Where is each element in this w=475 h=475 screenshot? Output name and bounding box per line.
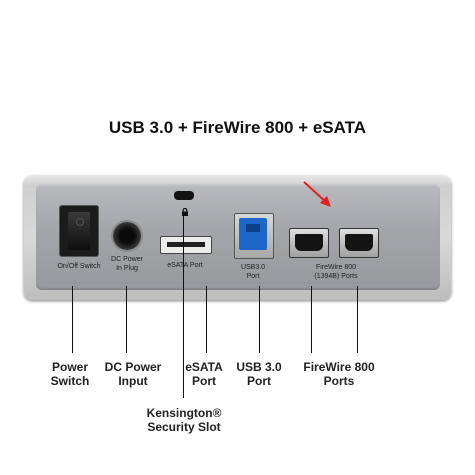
callout-kensington-line2: Security Slot [147,420,221,434]
firewire-port-1 [289,228,329,258]
callout-fw-line2: Ports [323,374,355,388]
callout-esata-line1: eSATA [185,360,223,374]
usb-label-line1: USB3.0 [240,264,266,271]
leader-dc [126,286,127,353]
dc-label-line1: DC Power [111,256,143,263]
leader-esata [206,286,207,353]
usb3-port [239,218,267,250]
fw-label-line1: FireWire 800 [315,264,357,271]
callout-power-line2: Switch [50,374,90,388]
callout-esata-line2: Port [192,374,216,388]
kensington-slot [174,191,194,200]
callout-dc-line2: Input [118,374,148,388]
esata-port [160,236,212,254]
onoff-label: On/Off Switch [57,263,101,270]
firewire-port-2 [339,228,379,258]
callout-usb-line1: USB 3.0 [236,360,282,374]
lock-icon [182,208,188,216]
leader-fw1 [311,286,312,353]
dc-label-line2: In Plug [116,265,138,272]
leader-kensington [183,214,184,398]
esata-label: eSATA Port [167,262,203,269]
arrow-icon [303,181,331,207]
callout-kensington-line1: Kensington® [146,406,222,420]
fw-label-line2: (1394B) Ports [314,273,358,280]
dc-power-jack [113,222,141,250]
callout-usb-line2: Port [247,374,271,388]
callout-power-line1: Power [51,360,88,374]
leader-usb [259,286,260,353]
leader-power [72,286,73,353]
leader-fw2 [357,286,358,353]
callout-dc-line1: DC Power [104,360,162,374]
callout-fw-line1: FireWire 800 [303,360,375,374]
usb-label-line2: Port [246,273,260,280]
diagram-title: USB 3.0 + FireWire 800 + eSATA [108,118,367,137]
power-switch [68,212,90,250]
